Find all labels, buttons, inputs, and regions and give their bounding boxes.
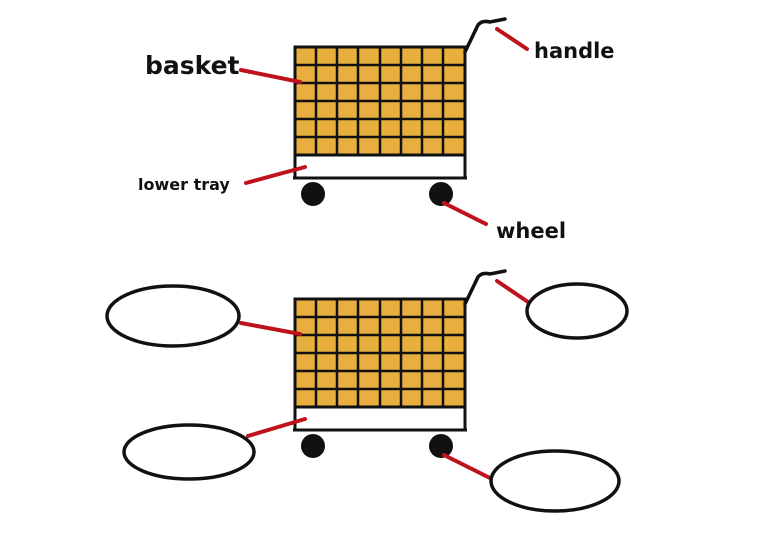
answer-oval-wheel[interactable] [489, 449, 621, 513]
pointer-wheel-blank [442, 453, 492, 480]
cart-basket [293, 45, 467, 157]
pointer-basket [239, 68, 302, 84]
label-lower-tray: lower tray [138, 175, 230, 194]
cart-basket [293, 297, 467, 409]
pointer-lower-tray-blank [246, 417, 307, 438]
label-wheel: wheel [496, 219, 566, 243]
wheel-icon [301, 434, 325, 458]
basket-grid [295, 299, 465, 407]
label-basket: basket [145, 51, 240, 80]
pointer-basket-blank [239, 321, 302, 336]
wheel-icon [429, 434, 453, 458]
wheel-icon [301, 182, 325, 206]
wheel-icon [429, 182, 453, 206]
labeled-cart: basket handle lower tray wheel [138, 17, 615, 243]
basket-grid [295, 47, 465, 155]
pointer-lower-tray [244, 165, 307, 185]
shopping-cart-icon [293, 269, 507, 458]
answer-oval-handle[interactable] [525, 282, 629, 340]
shopping-cart-icon [293, 17, 507, 206]
pointer-handle-blank [495, 279, 530, 304]
pointer-handle [495, 27, 529, 51]
pointer-wheel [442, 201, 488, 226]
cart-lower-tray [293, 407, 467, 432]
label-handle: handle [534, 39, 615, 63]
cart-handle [463, 17, 507, 54]
answer-oval-lower-tray[interactable] [122, 423, 256, 481]
cart-lower-tray [293, 155, 467, 180]
cart-handle [463, 269, 507, 306]
answer-oval-basket[interactable] [105, 284, 241, 348]
blank-cart [105, 269, 629, 513]
